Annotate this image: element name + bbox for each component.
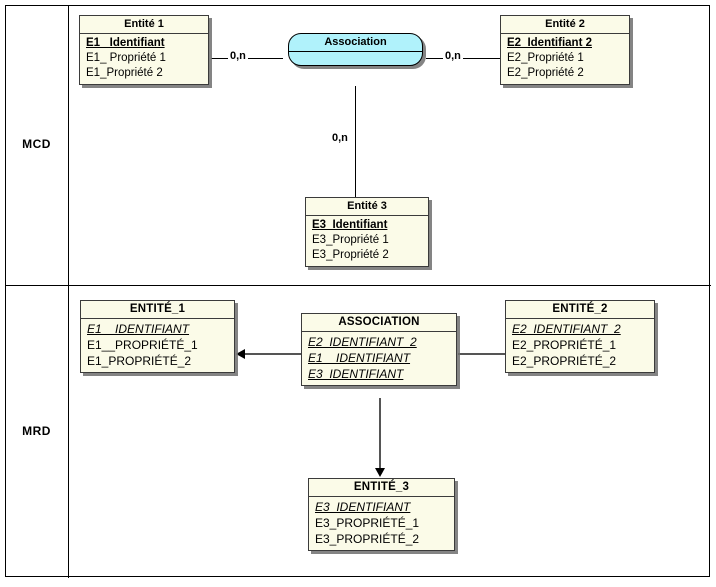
table-column-key: E1__IDENTIFIANT bbox=[87, 322, 190, 336]
entity-attribute-key: E2_Identifiant 2 bbox=[507, 37, 592, 49]
entity-attribute: E3_Propriété 1 bbox=[312, 234, 389, 246]
row-divider bbox=[5, 285, 711, 286]
entity-attribute: E3_Propriété 2 bbox=[312, 249, 389, 261]
relation-association-to-entite1 bbox=[243, 353, 301, 355]
entity-attributes: E1_ Identifiant E1_ Propriété 1 E1_Propr… bbox=[80, 34, 208, 84]
table-column: E2_PROPRIÉTÉ_1 bbox=[512, 338, 617, 352]
mcd-entity-entite1[interactable]: Entité 1 E1_ Identifiant E1_ Propriété 1… bbox=[79, 15, 209, 85]
mrd-table-association[interactable]: ASSOCIATION E2_IDENTIFIANT_2 E1__IDENTIF… bbox=[301, 313, 457, 386]
table-columns: E2_IDENTIFIANT_2 E1__IDENTIFIANT E3_IDEN… bbox=[302, 332, 456, 385]
cardinality-left: 0,n bbox=[228, 50, 248, 62]
entity-attributes: E2_Identifiant 2 E2_Propriété 1 E2_Propr… bbox=[501, 34, 629, 84]
table-column-key: E2_IDENTIFIANT_2 bbox=[512, 322, 621, 336]
mrd-table-entite2[interactable]: ENTITÉ_2 E2_IDENTIFIANT_2 E2_PROPRIÉTÉ_1… bbox=[505, 300, 655, 373]
entity-title: Entité 2 bbox=[501, 16, 629, 34]
entity-attributes: E3_Identifiant E3_Propriété 1 E3_Proprié… bbox=[306, 216, 428, 266]
entity-attribute: E1_Propriété 2 bbox=[86, 67, 163, 79]
table-title: ENTITÉ_2 bbox=[506, 301, 654, 319]
cardinality-right: 0,n bbox=[443, 50, 463, 62]
mrd-table-entite3[interactable]: ENTITÉ_3 E3_IDENTIFIANT E3_PROPRIÉTÉ_1 E… bbox=[308, 478, 455, 551]
mrd-table-entite1[interactable]: ENTITÉ_1 E1__IDENTIFIANT E1__PROPRIÉTÉ_1… bbox=[80, 300, 235, 373]
entity-title: Entité 3 bbox=[306, 198, 428, 216]
entity-attribute: E1_ Propriété 1 bbox=[86, 52, 166, 64]
table-column: E3_PROPRIÉTÉ_2 bbox=[315, 532, 420, 546]
relation-association-to-entite2 bbox=[458, 353, 510, 355]
table-columns: E3_IDENTIFIANT E3_PROPRIÉTÉ_1 E3_PROPRIÉ… bbox=[309, 497, 454, 550]
table-title: ENTITÉ_1 bbox=[81, 301, 234, 319]
table-columns: E1__IDENTIFIANT E1__PROPRIÉTÉ_1 E1_PROPR… bbox=[81, 319, 234, 372]
entity-attribute-key: E3_Identifiant bbox=[312, 219, 388, 231]
table-column-key: E3_IDENTIFIANT bbox=[308, 367, 404, 381]
column-divider bbox=[68, 5, 69, 578]
connector-association-entite2 bbox=[426, 58, 501, 59]
table-column: E1_PROPRIÉTÉ_2 bbox=[87, 354, 192, 368]
mcd-association[interactable]: Association bbox=[288, 33, 423, 66]
arrow-head-left-icon bbox=[236, 349, 245, 359]
table-frame bbox=[5, 5, 710, 577]
table-column: E1__PROPRIÉTÉ_1 bbox=[87, 338, 198, 352]
entity-attribute: E2_Propriété 2 bbox=[507, 67, 584, 79]
association-title: Association bbox=[289, 34, 422, 52]
table-columns: E2_IDENTIFIANT_2 E2_PROPRIÉTÉ_1 E2_PROPR… bbox=[506, 319, 654, 372]
row-label-mcd: MCD bbox=[22, 137, 51, 151]
row-label-mrd: MRD bbox=[22, 424, 51, 438]
association-body bbox=[289, 52, 422, 65]
mcd-entity-entite3[interactable]: Entité 3 E3_Identifiant E3_Propriété 1 E… bbox=[305, 197, 429, 267]
entity-title: Entité 1 bbox=[80, 16, 208, 34]
table-column: E2_PROPRIÉTÉ_2 bbox=[512, 354, 617, 368]
table-title: ASSOCIATION bbox=[302, 314, 456, 332]
table-column-key: E2_IDENTIFIANT_2 bbox=[308, 335, 417, 349]
entity-attribute: E2_Propriété 1 bbox=[507, 52, 584, 64]
entity-attribute-key: E1_ Identifiant bbox=[86, 37, 165, 49]
table-column-key: E3_IDENTIFIANT bbox=[315, 500, 411, 514]
connector-association-entite3 bbox=[355, 86, 356, 198]
table-title: ENTITÉ_3 bbox=[309, 479, 454, 497]
relation-association-to-entite3 bbox=[379, 398, 381, 470]
table-column: E3_PROPRIÉTÉ_1 bbox=[315, 516, 420, 530]
cardinality-bottom: 0,n bbox=[330, 132, 350, 144]
arrow-head-down-icon bbox=[375, 468, 385, 477]
mcd-entity-entite2[interactable]: Entité 2 E2_Identifiant 2 E2_Propriété 1… bbox=[500, 15, 630, 85]
table-column-key: E1__IDENTIFIANT bbox=[308, 351, 411, 365]
